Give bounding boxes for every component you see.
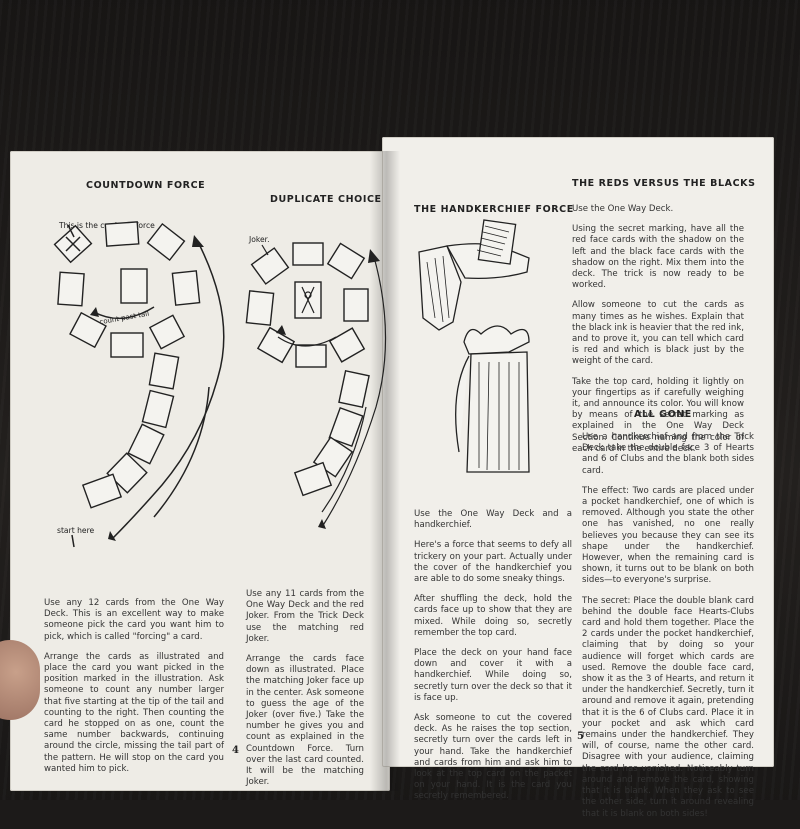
all-gone-text: Use a handkerchief and from the Trick De… [582, 432, 754, 829]
start-here-label: start here [57, 526, 95, 535]
duplicate-choice-heading: DUPLICATE CHOICE [270, 194, 382, 205]
all-gone-paragraph-1: Use a handkerchief and from the Trick De… [582, 432, 754, 476]
countdown-force-heading: COUNTDOWN FORCE [86, 180, 206, 191]
page-number-left: 4 [232, 745, 239, 756]
reds-paragraph-3: Allow someone to cut the cards as many t… [572, 300, 744, 367]
all-gone-heading: ALL GONE [634, 409, 692, 420]
reds-versus-blacks-text: Use the One Way Deck. Using the secret m… [572, 204, 744, 464]
handkerchief-paragraph-2: Here's a force that seems to defy all tr… [414, 540, 572, 585]
handkerchief-force-text: Use the One Way Deck and a handkerchief.… [414, 509, 572, 812]
reds-paragraph-4: Take the top card, holding it lightly on… [572, 376, 744, 454]
handkerchief-paragraph-3: After shuffling the deck, hold the cards… [414, 594, 572, 638]
all-gone-paragraph-2: The effect: Two cards are placed under a… [582, 485, 754, 586]
duplicate-paragraph-2: Arrange the cards face down as illustrat… [246, 654, 364, 788]
joker-label: Joker. [249, 235, 270, 244]
duplicate-choice-text: Use any 11 cards from the One Way Deck a… [246, 589, 364, 797]
countdown-force-diagram: count past tail [53, 221, 225, 548]
countdown-paragraph-1: Use any 12 cards from the One Way Deck. … [44, 598, 224, 642]
reds-versus-blacks-heading: THE REDS VERSUS THE BLACKS [572, 178, 756, 189]
handkerchief-paragraph-4: Place the deck on your hand face down an… [414, 648, 572, 703]
handkerchief-illustration [418, 219, 530, 473]
handkerchief-paragraph-1: Use the One Way Deck and a handkerchief. [414, 509, 572, 531]
duplicate-choice-diagram [245, 242, 387, 529]
right-page [382, 137, 774, 767]
reds-paragraph-2: Using the secret marking, have all the r… [572, 224, 744, 291]
all-gone-paragraph-3: The secret: Place the double blank card … [582, 595, 754, 819]
duplicate-paragraph-1: Use any 11 cards from the One Way Deck a… [246, 589, 364, 644]
thumb [0, 640, 40, 720]
open-booklet: COUNTDOWN FORCE DUPLICATE CHOICE This is… [4, 137, 800, 819]
handkerchief-paragraph-5: Ask someone to cut the covered deck. As … [414, 713, 572, 802]
page-number-right: 5 [577, 731, 584, 742]
handkerchief-force-heading: THE HANDKERCHIEF FORCE [414, 204, 574, 215]
countdown-force-text: Use any 12 cards from the One Way Deck. … [44, 598, 224, 784]
countdown-paragraph-2: Arrange the cards as illustrated and pla… [44, 651, 224, 774]
reds-paragraph-1: Use the One Way Deck. [572, 204, 674, 214]
